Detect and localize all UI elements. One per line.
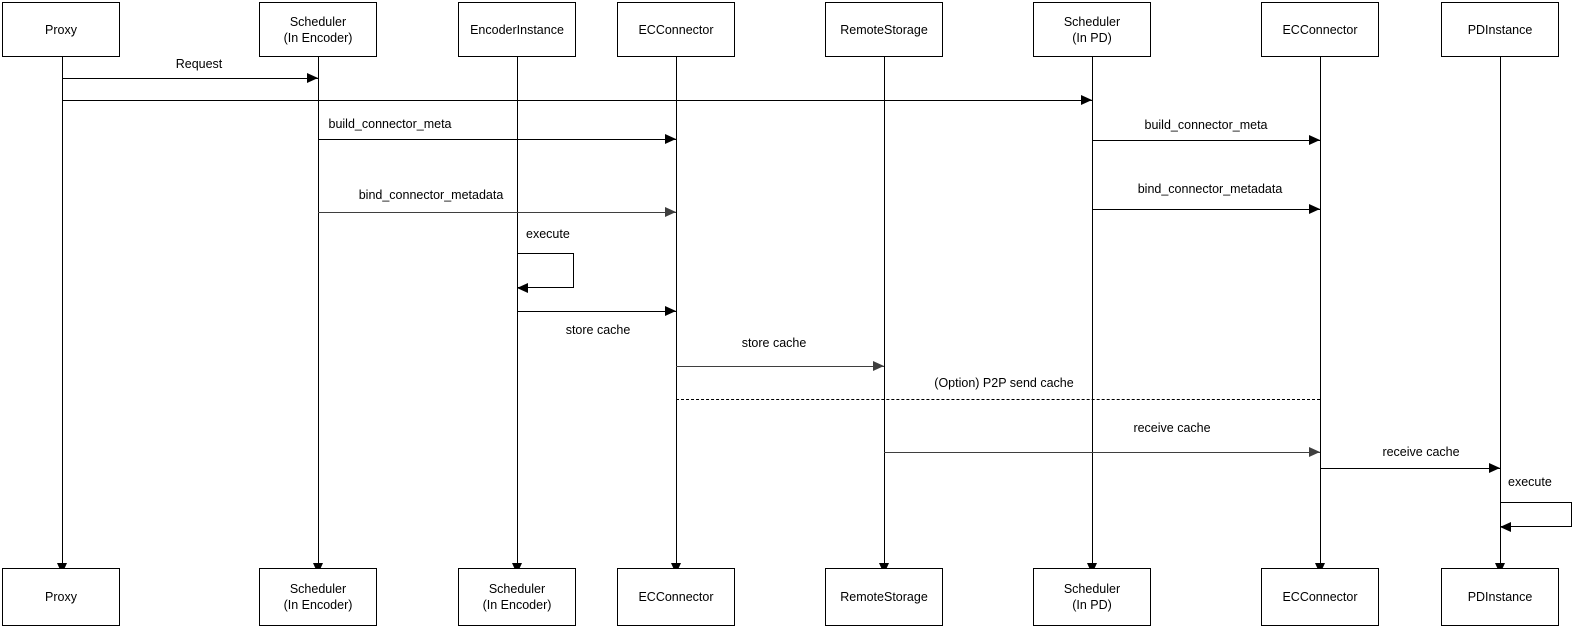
participant-label-secondary: (In Encoder) bbox=[283, 30, 353, 45]
footer-label-primary: Scheduler bbox=[1063, 582, 1121, 596]
lifeline-pdinst bbox=[1500, 57, 1501, 565]
participant-box-ecconn_r[interactable]: ECConnector bbox=[1261, 2, 1379, 57]
footer-box-proxy[interactable]: Proxy bbox=[2, 568, 120, 626]
footer-label-secondary: (In Encoder) bbox=[482, 598, 552, 612]
message-label-m4: build_connector_meta bbox=[1144, 118, 1268, 132]
lifeline-ecconn_r bbox=[1320, 57, 1321, 565]
message-label-m3: build_connector_meta bbox=[328, 117, 452, 131]
message-line-m6 bbox=[1092, 209, 1320, 210]
self-message-arrowhead-icon-s2 bbox=[1500, 521, 1511, 532]
participant-box-sched_enc[interactable]: Scheduler(In Encoder) bbox=[259, 2, 377, 57]
footer-box-ecconn_r[interactable]: ECConnector bbox=[1261, 568, 1379, 626]
participant-label-primary: ECConnector bbox=[638, 22, 714, 37]
participant-label-primary: Scheduler bbox=[289, 14, 347, 29]
participant-label-primary: EncoderInstance bbox=[470, 22, 564, 37]
participant-label-primary: Scheduler bbox=[1063, 14, 1121, 29]
message-label-m1: Request bbox=[175, 57, 223, 71]
participant-label-secondary: (In PD) bbox=[1072, 30, 1112, 45]
participant-label-primary: PDInstance bbox=[1467, 22, 1533, 37]
message-label-m8: store cache bbox=[741, 336, 807, 350]
self-message-loop-s2 bbox=[1500, 502, 1572, 527]
footer-label-secondary: (In Encoder) bbox=[283, 598, 353, 612]
lifeline-ecconn_l bbox=[676, 57, 677, 565]
footer-label-primary: Proxy bbox=[45, 590, 77, 604]
message-line-m11 bbox=[1320, 468, 1500, 469]
message-line-m9 bbox=[676, 399, 1320, 400]
footer-box-sched_enc[interactable]: Scheduler (In Encoder) bbox=[259, 568, 377, 626]
participant-box-pdinst[interactable]: PDInstance bbox=[1441, 2, 1559, 57]
footer-box-remote[interactable]: RemoteStorage bbox=[825, 568, 943, 626]
message-line-m7 bbox=[517, 311, 676, 312]
message-line-m2 bbox=[62, 100, 1092, 101]
message-line-m4 bbox=[1092, 140, 1320, 141]
message-label-m10: receive cache bbox=[1133, 421, 1211, 435]
message-label-m9: (Option) P2P send cache bbox=[934, 376, 1074, 390]
footer-box-encoder_inst[interactable]: Scheduler (In Encoder) bbox=[458, 568, 576, 626]
footer-box-pdinst[interactable]: PDInstance bbox=[1441, 568, 1559, 626]
message-label-m11: receive cache bbox=[1382, 445, 1460, 459]
footer-label-secondary: (In PD) bbox=[1072, 598, 1112, 612]
message-arrowhead-icon-m6 bbox=[1309, 204, 1320, 215]
message-arrowhead-icon-m2 bbox=[1081, 95, 1092, 106]
message-line-m8 bbox=[676, 366, 884, 367]
footer-box-sched_pd[interactable]: Scheduler (In PD) bbox=[1033, 568, 1151, 626]
footer-box-ecconn_l[interactable]: ECConnector bbox=[617, 568, 735, 626]
message-arrowhead-icon-m8 bbox=[873, 361, 884, 372]
footer-label-primary: ECConnector bbox=[638, 590, 714, 604]
self-message-label-s1: execute bbox=[526, 227, 570, 241]
self-message-loop-s1 bbox=[517, 253, 574, 288]
lifeline-proxy bbox=[62, 57, 63, 565]
participant-box-proxy[interactable]: Proxy bbox=[2, 2, 120, 57]
footer-label-primary: Scheduler bbox=[289, 582, 347, 596]
footer-label-primary: Scheduler bbox=[488, 582, 546, 596]
self-message-arrowhead-icon-s1 bbox=[517, 282, 528, 293]
message-arrowhead-icon-m11 bbox=[1489, 463, 1500, 474]
message-label-m6: bind_connector_metadata bbox=[1137, 182, 1283, 196]
message-arrowhead-icon-m10 bbox=[1309, 447, 1320, 458]
message-arrowhead-icon-m4 bbox=[1309, 135, 1320, 146]
message-line-m1 bbox=[62, 78, 318, 79]
participant-label-primary: ECConnector bbox=[1282, 22, 1358, 37]
message-line-m3 bbox=[318, 139, 676, 140]
lifeline-sched_enc bbox=[318, 57, 319, 565]
footer-label-primary: PDInstance bbox=[1467, 590, 1533, 604]
participant-box-sched_pd[interactable]: Scheduler(In PD) bbox=[1033, 2, 1151, 57]
participant-box-remote[interactable]: RemoteStorage bbox=[825, 2, 943, 57]
participant-label-primary: RemoteStorage bbox=[840, 22, 928, 37]
message-label-m5: bind_connector_metadata bbox=[358, 188, 504, 202]
message-arrowhead-icon-m5 bbox=[665, 207, 676, 218]
message-label-m7: store cache bbox=[565, 323, 631, 337]
participant-box-ecconn_l[interactable]: ECConnector bbox=[617, 2, 735, 57]
message-line-m5 bbox=[318, 212, 676, 213]
message-line-m10 bbox=[884, 452, 1320, 453]
lifeline-sched_pd bbox=[1092, 57, 1093, 565]
footer-label-primary: ECConnector bbox=[1282, 590, 1358, 604]
message-arrowhead-icon-m1 bbox=[307, 73, 318, 84]
lifeline-remote bbox=[884, 57, 885, 565]
participant-label-primary: Proxy bbox=[45, 22, 77, 37]
self-message-label-s2: execute bbox=[1508, 475, 1552, 489]
message-arrowhead-icon-m7 bbox=[665, 306, 676, 317]
message-arrowhead-icon-m3 bbox=[665, 134, 676, 145]
participant-box-encoder_inst[interactable]: EncoderInstance bbox=[458, 2, 576, 57]
footer-label-primary: RemoteStorage bbox=[840, 590, 928, 604]
